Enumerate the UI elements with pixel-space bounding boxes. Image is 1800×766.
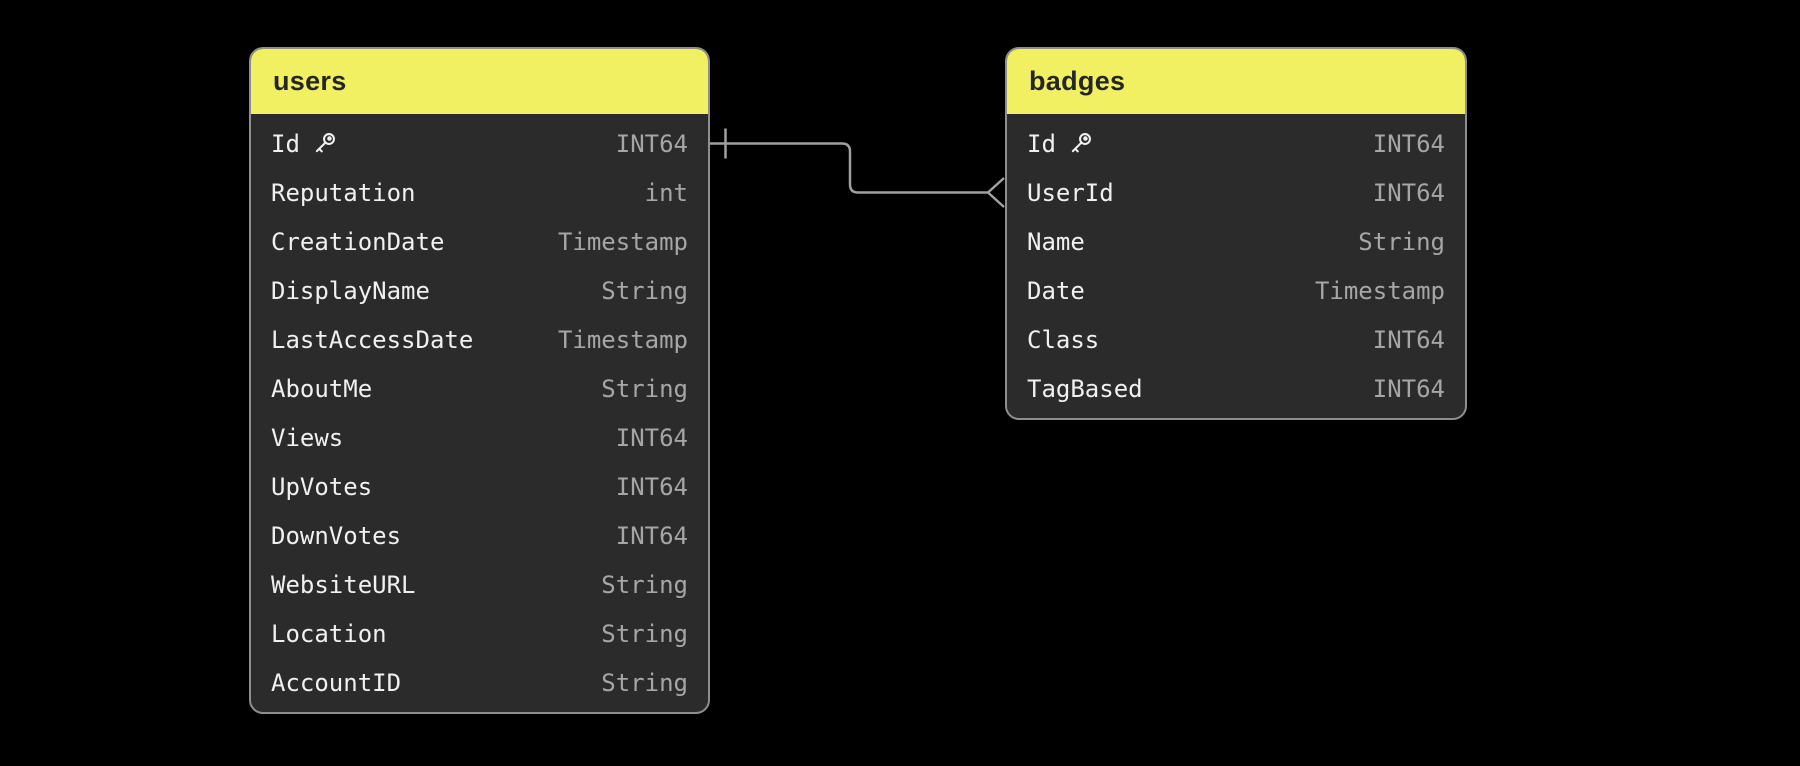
table-row[interactable]: Location String xyxy=(251,609,708,658)
field-type: INT64 xyxy=(615,129,688,158)
cardinality-many-crow-foot xyxy=(986,177,1005,208)
field-name: AboutMe xyxy=(271,374,373,403)
field-type: INT64 xyxy=(1372,325,1445,354)
field-name: Reputation xyxy=(271,178,416,207)
field-type: INT64 xyxy=(1372,374,1445,403)
table-users-title: users xyxy=(273,66,347,96)
field-type: Timestamp xyxy=(1314,276,1445,305)
field-type: String xyxy=(601,276,688,305)
table-row[interactable]: Id INT64 xyxy=(251,119,708,168)
field-name: AccountID xyxy=(271,668,402,697)
field-name: Id xyxy=(1027,129,1056,158)
field-type: String xyxy=(601,374,688,403)
table-row[interactable]: DownVotes INT64 xyxy=(251,511,708,560)
field-name: Location xyxy=(271,619,387,648)
table-row[interactable]: CreationDate Timestamp xyxy=(251,217,708,266)
field-name: TagBased xyxy=(1027,374,1143,403)
field-type: String xyxy=(601,619,688,648)
table-row[interactable]: Date Timestamp xyxy=(1007,266,1465,315)
table-row[interactable]: UserId INT64 xyxy=(1007,168,1465,217)
field-name: UpVotes xyxy=(271,472,373,501)
field-type: INT64 xyxy=(1372,178,1445,207)
field-type: int xyxy=(644,178,688,207)
primary-key-icon xyxy=(315,133,335,153)
field-name: UserId xyxy=(1027,178,1114,207)
field-name: Name xyxy=(1027,227,1085,256)
field-type: INT64 xyxy=(615,423,688,452)
field-name: Date xyxy=(1027,276,1085,305)
field-name: CreationDate xyxy=(271,227,445,256)
table-row[interactable]: UpVotes INT64 xyxy=(251,462,708,511)
field-type: Timestamp xyxy=(557,227,688,256)
field-type: String xyxy=(1358,227,1445,256)
relationship-line[interactable] xyxy=(710,142,990,194)
field-name: Id xyxy=(271,129,300,158)
field-type: INT64 xyxy=(615,521,688,550)
field-name: WebsiteURL xyxy=(271,570,416,599)
field-type: String xyxy=(601,570,688,599)
field-name: Class xyxy=(1027,325,1100,354)
table-row[interactable]: Class INT64 xyxy=(1007,315,1465,364)
field-type: INT64 xyxy=(1372,129,1445,158)
table-row[interactable]: Reputation int xyxy=(251,168,708,217)
table-row[interactable]: TagBased INT64 xyxy=(1007,364,1465,413)
table-row[interactable]: AccountID String xyxy=(251,658,708,707)
table-row[interactable]: Id INT64 xyxy=(1007,119,1465,168)
field-name: Views xyxy=(271,423,344,452)
table-badges-header[interactable]: badges xyxy=(1007,49,1465,114)
field-name: LastAccessDate xyxy=(271,325,474,354)
table-row[interactable]: AboutMe String xyxy=(251,364,708,413)
table-row[interactable]: Views INT64 xyxy=(251,413,708,462)
field-type: Timestamp xyxy=(557,325,688,354)
table-row[interactable]: LastAccessDate Timestamp xyxy=(251,315,708,364)
table-badges-title: badges xyxy=(1029,66,1126,96)
primary-key-icon xyxy=(1071,133,1091,153)
field-type: INT64 xyxy=(615,472,688,501)
table-row[interactable]: DisplayName String xyxy=(251,266,708,315)
table-row[interactable]: Name String xyxy=(1007,217,1465,266)
table-users-header[interactable]: users xyxy=(251,49,708,114)
table-row[interactable]: WebsiteURL String xyxy=(251,560,708,609)
field-name: DisplayName xyxy=(271,276,430,305)
field-type: String xyxy=(601,668,688,697)
field-name: DownVotes xyxy=(271,521,402,550)
